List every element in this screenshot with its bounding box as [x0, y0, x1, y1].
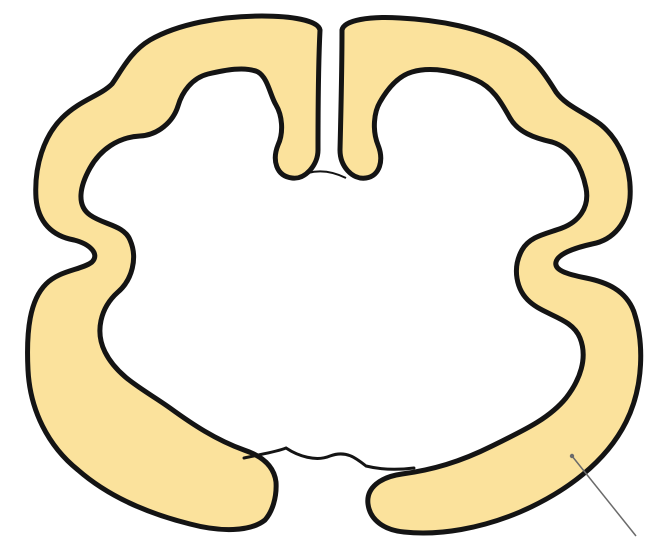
leader-line — [572, 456, 636, 536]
right-hemisphere-cortex — [340, 18, 641, 534]
leader-line-dot — [570, 454, 574, 458]
